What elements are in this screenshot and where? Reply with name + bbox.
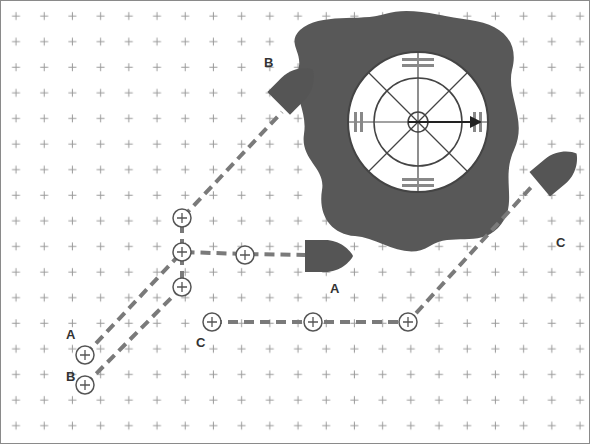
ship-label: B (264, 56, 273, 69)
ship-label: A (66, 328, 75, 341)
ship-label: C (556, 236, 565, 249)
ship-label: B (66, 370, 75, 383)
compass-wheel (348, 52, 488, 192)
turn-markers (76, 209, 417, 394)
movement-path (85, 112, 534, 385)
marker-crosses (80, 213, 413, 390)
ship-label: A (330, 282, 339, 295)
ship-counters (267, 58, 586, 272)
planet-blob (295, 11, 519, 251)
ship-label: C (196, 336, 205, 349)
